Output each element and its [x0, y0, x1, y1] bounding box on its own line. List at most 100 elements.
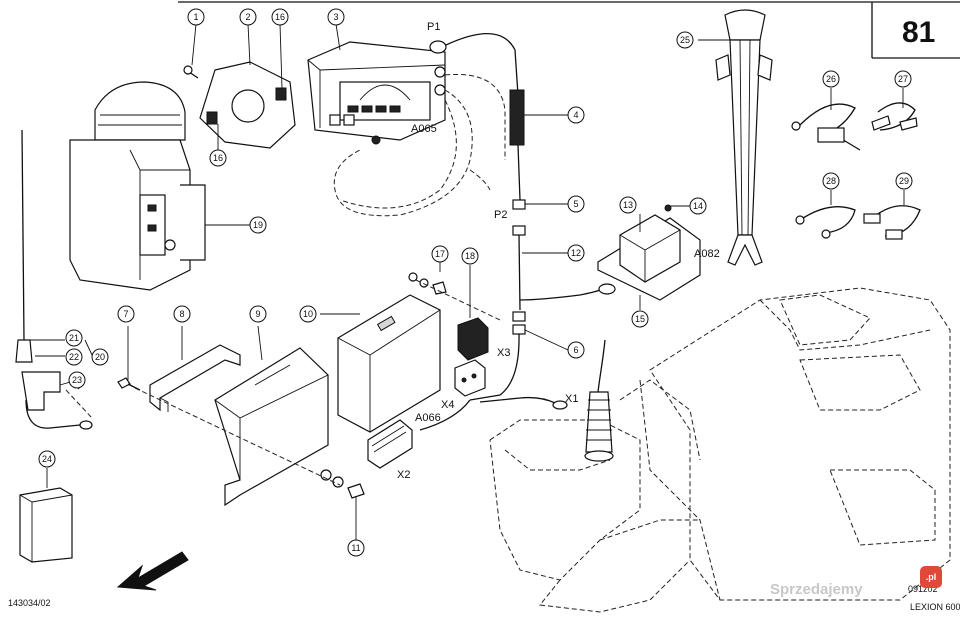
- bracket-2: [183, 61, 296, 149]
- model-name: LEXION 600: [910, 602, 960, 612]
- callout-16: 16: [271, 8, 289, 26]
- cab-outline: [489, 287, 951, 613]
- callout-27: 27: [894, 70, 912, 88]
- drawing-code: 091z02: [908, 584, 938, 594]
- svg-text:29: 29: [899, 176, 909, 186]
- screw-7: [117, 377, 141, 391]
- callout-16b: 16: [209, 149, 227, 167]
- svg-text:10: 10: [303, 309, 313, 319]
- module-a065: [307, 41, 446, 145]
- label-x4: X4: [441, 399, 454, 411]
- leader-lines: [30, 23, 905, 540]
- svg-text:16: 16: [213, 153, 223, 163]
- monitor-unit: [69, 81, 206, 291]
- callout-9: 9: [249, 305, 267, 323]
- callout-19: 19: [249, 216, 267, 234]
- dashed-harness: [333, 73, 506, 217]
- page-number: 81: [902, 16, 935, 49]
- svg-text:28: 28: [826, 176, 836, 186]
- callout-29: 29: [895, 172, 913, 190]
- svg-text:18: 18: [465, 251, 475, 261]
- svg-text:23: 23: [72, 375, 82, 385]
- svg-text:19: 19: [253, 220, 263, 230]
- module-a082: [597, 204, 701, 301]
- wiring-harness: [419, 33, 616, 431]
- svg-text:9: 9: [255, 309, 260, 319]
- label-a065: A065: [411, 123, 437, 135]
- svg-text:16: 16: [275, 12, 285, 22]
- callout-12: 12: [567, 244, 585, 262]
- assembly-line: [134, 387, 341, 486]
- svg-text:1: 1: [193, 12, 198, 22]
- drawing-number: 143034/02: [8, 598, 51, 608]
- svg-text:5: 5: [573, 199, 578, 209]
- callout-10: 10: [299, 305, 317, 323]
- callout-4: 4: [567, 106, 585, 124]
- cable-28: [795, 206, 856, 239]
- svg-text:22: 22: [69, 352, 79, 362]
- svg-text:13: 13: [623, 200, 633, 210]
- box-24: [19, 487, 73, 563]
- svg-text:4: 4: [573, 110, 578, 120]
- callout-26: 26: [822, 70, 840, 88]
- svg-text:17: 17: [435, 249, 445, 259]
- cable-29: [863, 205, 921, 240]
- label-p1: P1: [427, 21, 440, 33]
- svg-text:14: 14: [693, 201, 703, 211]
- mast-25: [715, 9, 773, 266]
- label-x2: X2: [397, 469, 410, 481]
- callout-11: 11: [347, 539, 365, 557]
- callout-14: 14: [689, 197, 707, 215]
- joystick: [584, 339, 614, 462]
- callout-3: 3: [327, 8, 345, 26]
- svg-text:3: 3: [333, 12, 338, 22]
- callout-1: 1: [187, 8, 205, 26]
- module-a066: [337, 294, 441, 469]
- svg-text:Sprzedajemy: Sprzedajemy: [770, 581, 863, 598]
- plate-9: [214, 347, 329, 507]
- svg-text:2: 2: [245, 12, 250, 22]
- callout-25: 25: [676, 31, 694, 49]
- callout-18: 18: [461, 247, 479, 265]
- callout-5: 5: [567, 195, 585, 213]
- callout-23: 23: [68, 371, 86, 389]
- callout-7: 7: [117, 305, 135, 323]
- relay-18: [454, 317, 489, 397]
- callout-20: 20: [91, 348, 109, 366]
- svg-text:11: 11: [351, 543, 360, 553]
- svg-text:21: 21: [69, 333, 79, 343]
- label-x1: X1: [565, 393, 578, 405]
- direction-arrow-icon: [116, 551, 189, 591]
- screw-11: [320, 469, 365, 499]
- watermark: Sprzedajemy .pl: [770, 566, 942, 598]
- callout-13: 13: [619, 196, 637, 214]
- label-p2: P2: [494, 209, 507, 221]
- callout-24: 24: [38, 450, 56, 468]
- callout-22: 22: [65, 348, 83, 366]
- callout-6: 6: [567, 341, 585, 359]
- svg-text:26: 26: [826, 74, 836, 84]
- label-a066: A066: [415, 412, 441, 424]
- svg-text:15: 15: [635, 314, 645, 324]
- svg-text:8: 8: [179, 309, 184, 319]
- page-frame: [178, 1, 960, 59]
- cable-26: [791, 103, 861, 151]
- label-x3: X3: [497, 347, 510, 359]
- screw-17: [408, 272, 447, 295]
- cable-27: [871, 102, 918, 131]
- svg-text:20: 20: [95, 352, 105, 362]
- callout-21: 21: [65, 329, 83, 347]
- callout-15: 15: [631, 310, 649, 328]
- svg-text:7: 7: [123, 309, 128, 319]
- bracket-8: [149, 344, 241, 412]
- callout-17: 17: [431, 245, 449, 263]
- svg-text:6: 6: [573, 345, 578, 355]
- label-a082: A082: [694, 248, 720, 260]
- svg-text:25: 25: [680, 35, 690, 45]
- svg-text:12: 12: [571, 248, 581, 258]
- callout-28: 28: [822, 172, 840, 190]
- watermark-badge: .pl: [926, 572, 937, 582]
- svg-text:24: 24: [42, 454, 52, 464]
- callout-8: 8: [173, 305, 191, 323]
